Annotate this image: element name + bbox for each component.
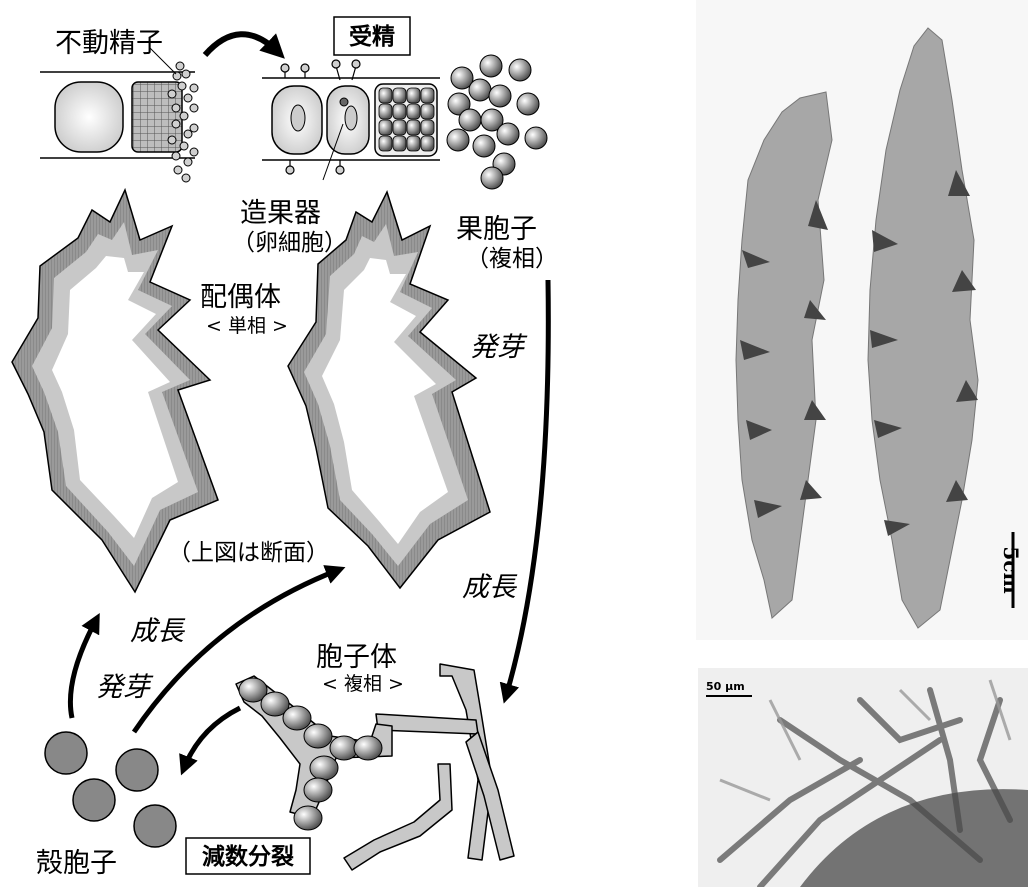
carpospore-ploidy-label: （複相） <box>466 246 558 272</box>
conchospores <box>45 732 176 847</box>
scale-label-bottom: 50 μm <box>706 680 745 693</box>
conchocelis-photo: 50 μm <box>698 668 1028 887</box>
germination-label-left: 発芽 <box>96 672 154 703</box>
male-filament <box>40 48 198 182</box>
germination-label-right: 発芽 <box>470 332 528 363</box>
release-arrow <box>184 708 240 768</box>
gametophyte-ploidy-label: < 単相 > <box>206 315 288 337</box>
conchospore-germination-arrow-left <box>70 620 96 718</box>
growth-label-right: 成長 <box>462 572 518 603</box>
female-filament <box>262 55 547 189</box>
conchospore-label: 殻胞子 <box>36 848 117 879</box>
gametophyte-blade-left <box>12 190 218 592</box>
released-carpospores <box>447 55 547 189</box>
blade-photo: 5cm <box>696 0 1028 640</box>
sporophyte-ploidy-label: < 複相 > <box>322 673 404 695</box>
sporophyte-label: 胞子体 <box>316 642 397 673</box>
immobile-sperm-label: 不動精子 <box>55 28 163 59</box>
egg-cell-label: （卵細胞） <box>232 230 347 256</box>
carpospore-label: 果胞子 <box>456 214 537 245</box>
meiosis-label: 減数分裂 <box>202 844 294 870</box>
fertilization-arrow <box>205 34 278 55</box>
gametophyte-label: 配偶体 <box>200 282 281 313</box>
fertilization-label: 受精 <box>349 23 395 50</box>
scale-label-top: 5cm <box>999 546 1023 593</box>
immobile-sperm-dots <box>168 62 198 182</box>
cross-section-note: （上図は断面） <box>168 540 329 566</box>
carposporangia-cluster <box>375 84 437 156</box>
vegetative-cell <box>55 82 123 152</box>
carpogonium-label: 造果器 <box>240 198 321 229</box>
growth-label-left: 成長 <box>130 616 186 647</box>
